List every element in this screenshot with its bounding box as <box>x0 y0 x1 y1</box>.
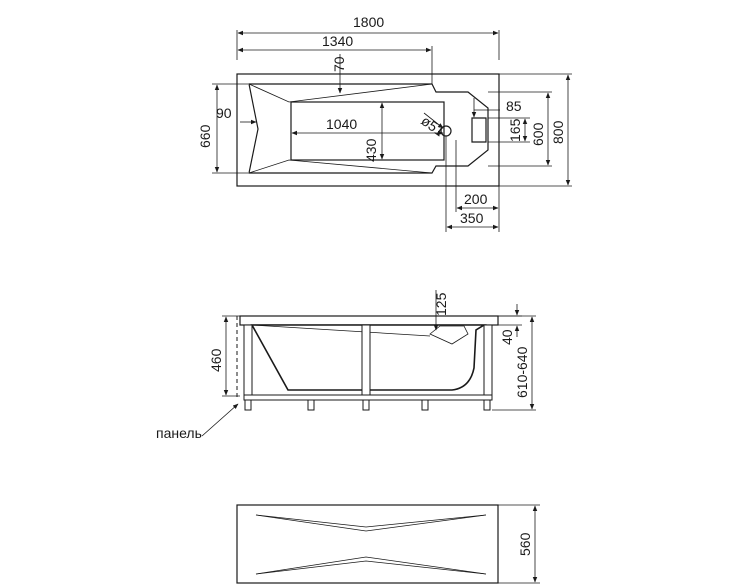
side-view-frame-post <box>243 324 253 398</box>
side-view-leg <box>244 399 252 411</box>
side-view-frame-post <box>483 324 493 398</box>
dim-660: 660 <box>197 124 213 148</box>
dim-total-length: 1800 <box>353 14 384 30</box>
dim-600: 600 <box>530 122 546 146</box>
top-view-rim-outline <box>236 73 500 187</box>
dim-40: 40 <box>499 329 515 345</box>
top-view-bowl-crease <box>248 83 433 103</box>
front-panel-outline <box>236 504 499 584</box>
side-view: 460 125 40 610-640 панель <box>156 290 536 441</box>
side-view-leg <box>362 399 370 411</box>
top-view-bowl-outline <box>248 83 489 174</box>
dim-85: 85 <box>506 98 522 114</box>
dim-560: 560 <box>517 532 533 556</box>
front-panel-decor-lower-inner <box>255 560 487 575</box>
front-panel-decor-upper <box>255 514 487 532</box>
panel-leader-line <box>201 403 239 437</box>
dim-length-1340: 1340 <box>322 33 353 49</box>
side-view-leg <box>421 399 429 411</box>
front-panel-decor-lower <box>255 556 487 575</box>
dim-350: 350 <box>460 210 484 226</box>
dim-70: 70 <box>331 56 347 72</box>
side-view-tub-edge <box>251 324 431 337</box>
dim-430: 430 <box>363 138 379 162</box>
side-view-leg <box>307 399 315 411</box>
dim-125: 125 <box>433 292 449 316</box>
dim-1040: 1040 <box>326 116 357 132</box>
side-view-rim <box>239 315 499 326</box>
panel-label: панель <box>156 425 202 441</box>
side-view-frame-rail <box>243 394 493 401</box>
top-view-bowl-crease-lower <box>248 159 433 174</box>
top-view-overflow <box>471 117 487 143</box>
dim-height-range: 610-640 <box>514 346 530 398</box>
dim-165: 165 <box>507 118 523 142</box>
dim-line-drain <box>423 112 444 129</box>
top-view: 1800 1340 70 90 660 1040 430 ø51 85 <box>197 14 572 232</box>
side-view-frame-post <box>361 324 371 398</box>
dim-800: 800 <box>550 120 566 144</box>
front-panel-view: 560 <box>236 504 540 584</box>
dim-200: 200 <box>464 191 488 207</box>
front-panel-decor-upper-inner <box>255 514 487 528</box>
side-view-leg <box>483 399 491 411</box>
side-view-headrest <box>429 325 469 345</box>
dim-460: 460 <box>208 348 224 372</box>
dim-90: 90 <box>216 105 232 121</box>
top-view-bottom-area <box>290 101 445 161</box>
